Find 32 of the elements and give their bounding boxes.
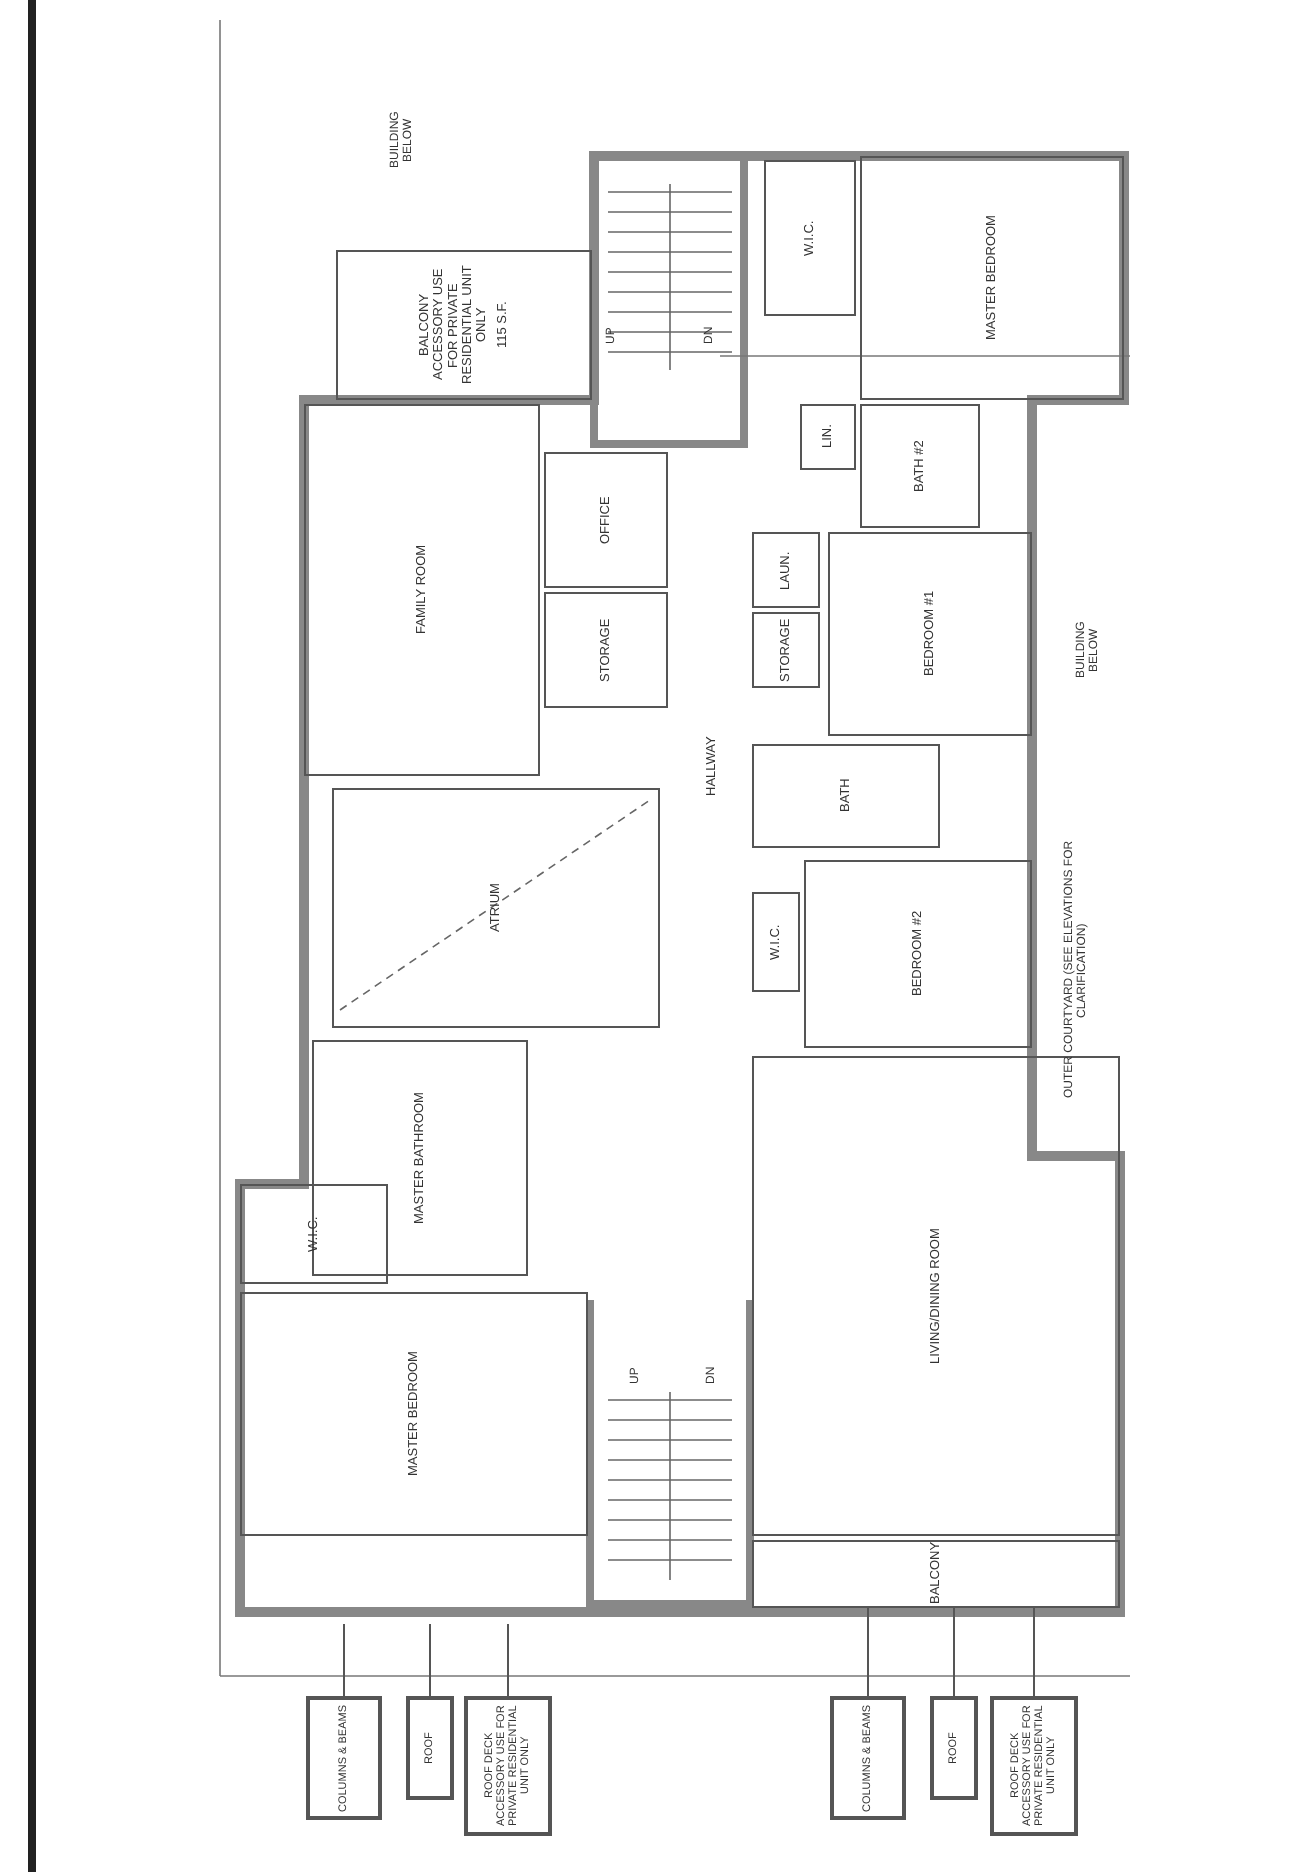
room-outline [764,160,856,316]
room-outline [828,532,1032,736]
leader-line [507,1623,509,1697]
leader-line [1033,1607,1035,1697]
callout-box [990,1696,1078,1836]
room-outline [544,592,668,708]
room-outline [860,156,1124,400]
room-outline [240,1292,588,1536]
callout-box [464,1696,552,1836]
callout-box [406,1696,454,1800]
room-outline [752,612,820,688]
room-outline [860,404,980,528]
room-outline [312,1040,528,1276]
room-outline [752,1056,1120,1536]
room-outline [804,860,1032,1048]
balcony-area [752,1540,1120,1608]
closet-outline [240,1184,388,1284]
leader-line [343,1623,345,1697]
room-outline [752,744,940,848]
balcony-area [336,250,592,400]
callout-box [930,1696,978,1800]
leader-line [953,1607,955,1697]
atrium-area [332,788,660,1028]
closet-outline [752,892,800,992]
callout-box [306,1696,382,1820]
room-outline [304,404,540,776]
room-outline [752,532,820,608]
room-outline [544,452,668,588]
leader-line [429,1623,431,1697]
closet-outline [800,404,856,470]
callout-box [830,1696,906,1820]
leader-line [867,1607,869,1697]
